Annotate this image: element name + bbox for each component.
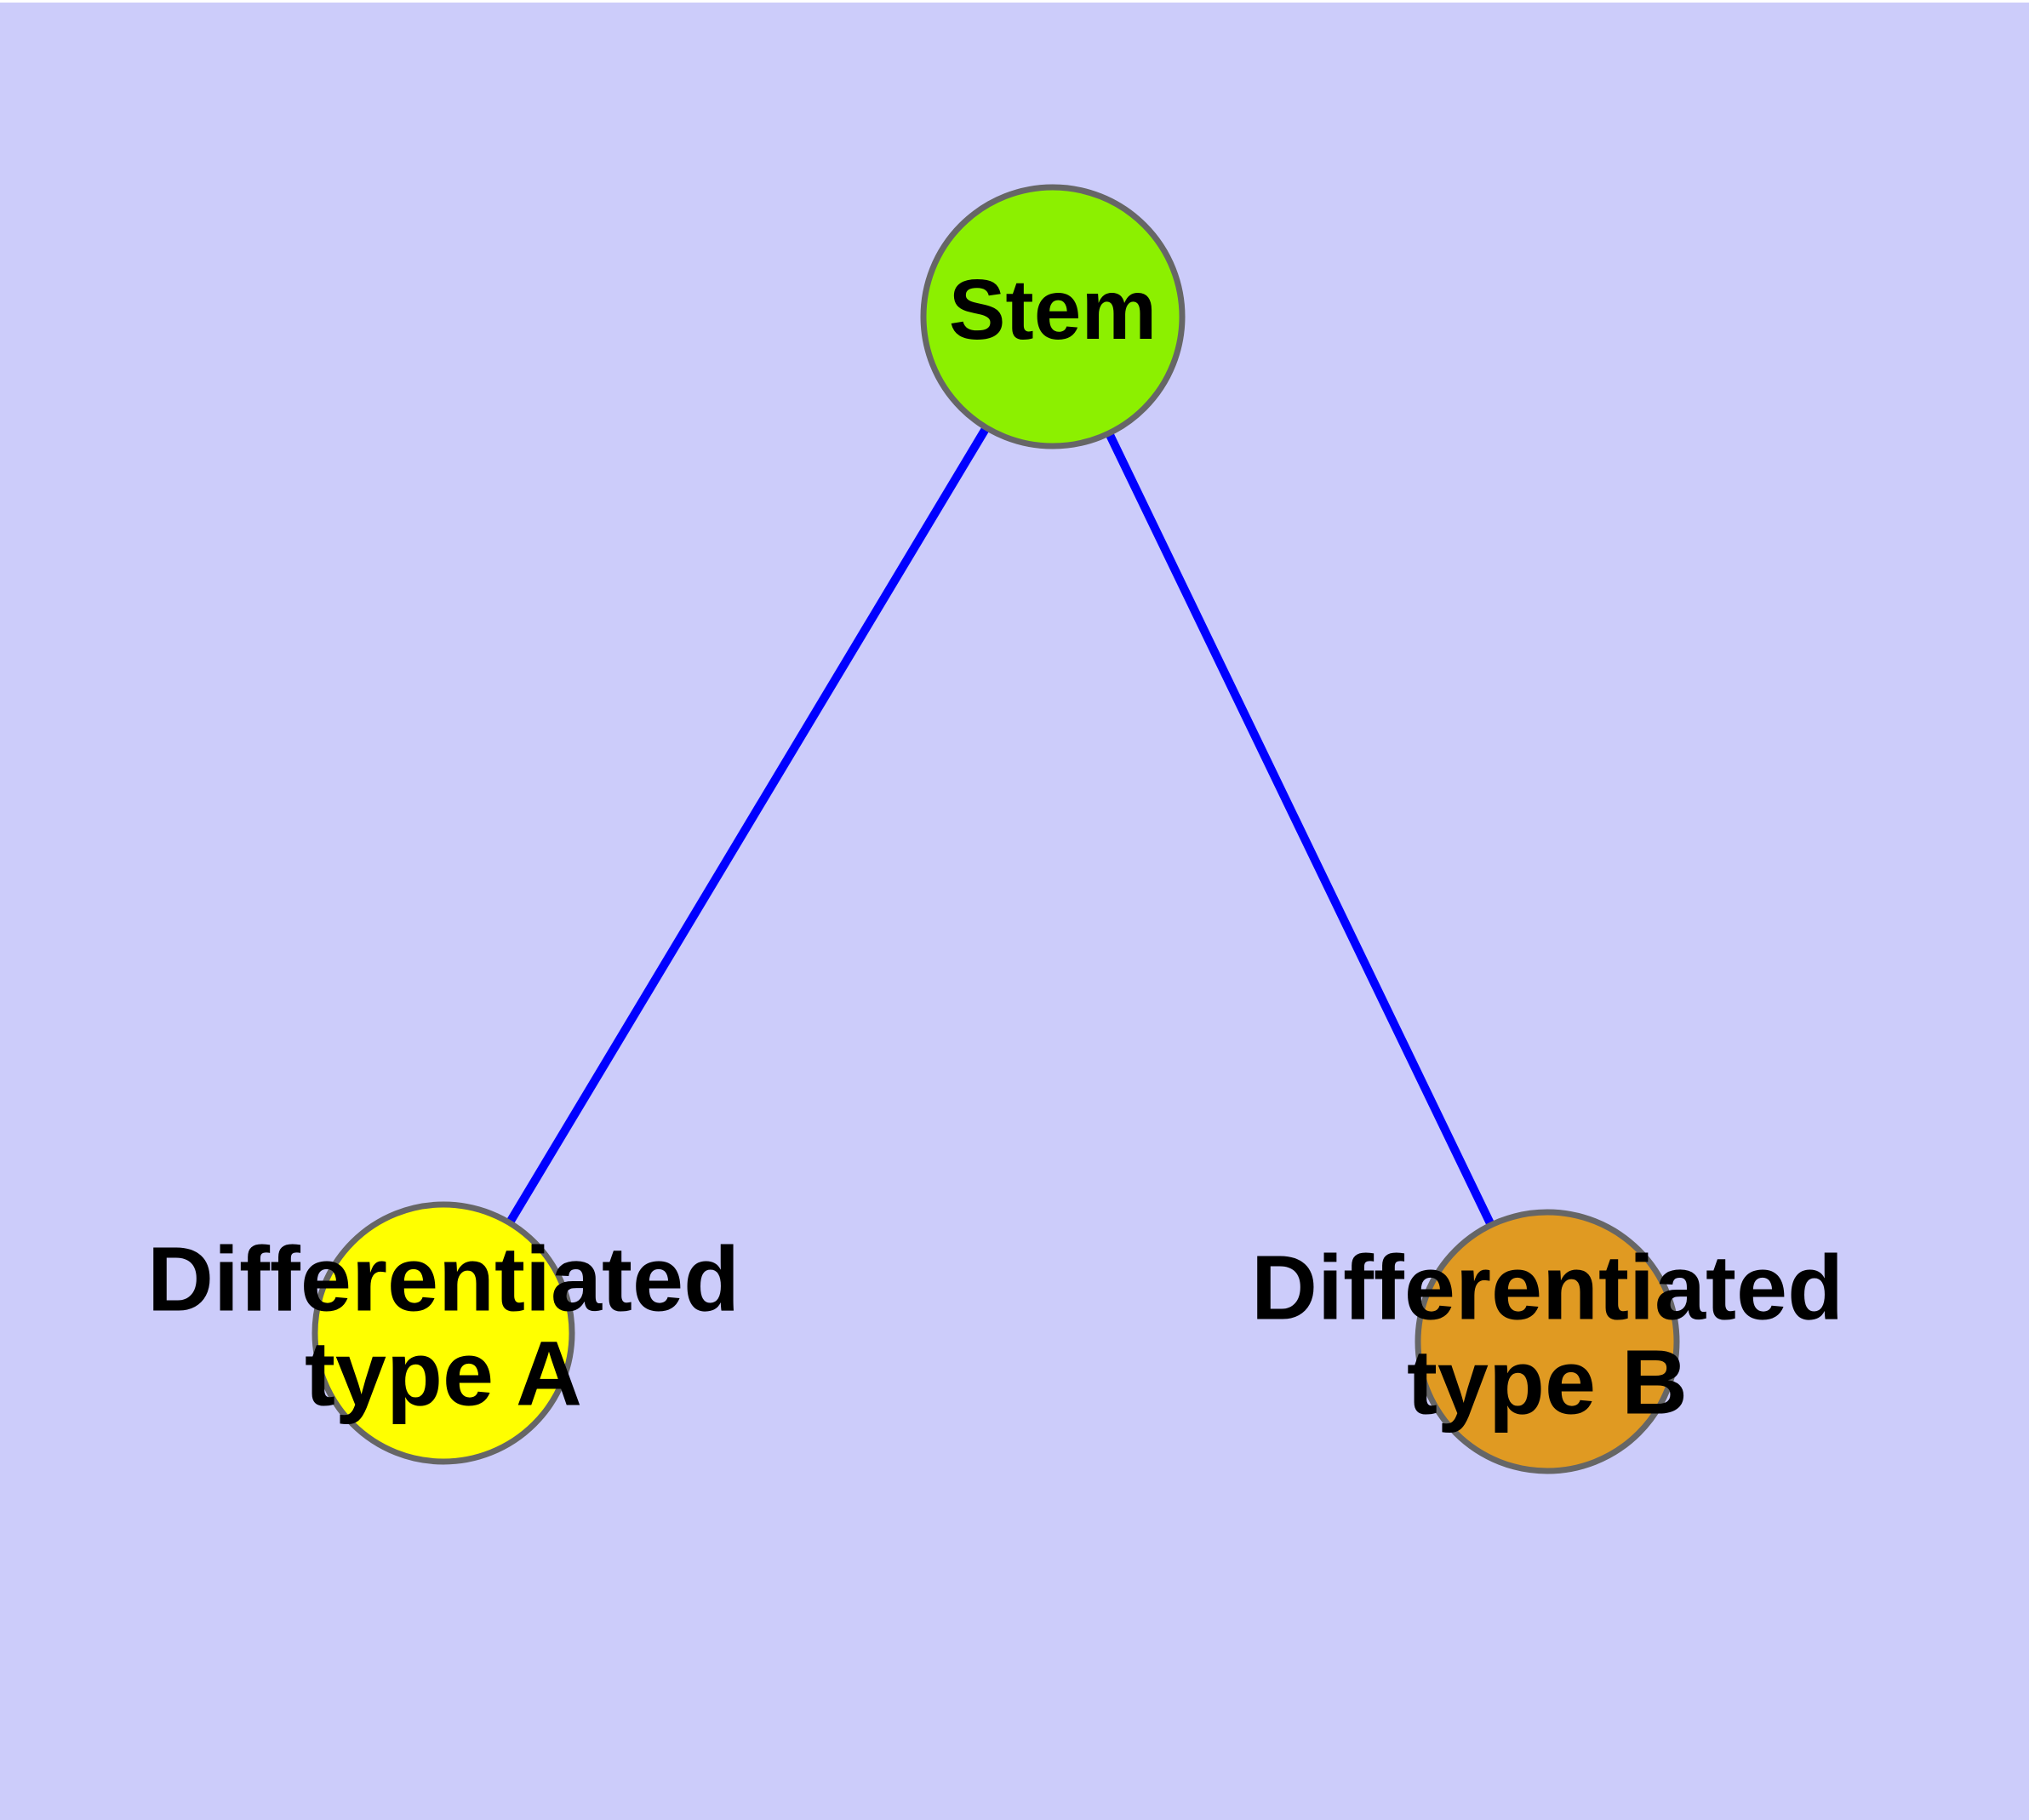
node-circle-stem[interactable] [920, 184, 1186, 449]
node-circle-differentiated-type-b[interactable] [1415, 1209, 1680, 1474]
edge-stem-to-differentiated-type-b[interactable] [1103, 428, 1497, 1230]
node-stem[interactable]: Stem [920, 184, 1186, 449]
edge-stem-to-differentiated-type-a[interactable] [504, 422, 992, 1228]
node-label-stem: Stem [949, 262, 1157, 358]
edge-layer [504, 422, 1497, 1230]
node-circle-differentiated-type-a[interactable] [311, 1201, 575, 1465]
